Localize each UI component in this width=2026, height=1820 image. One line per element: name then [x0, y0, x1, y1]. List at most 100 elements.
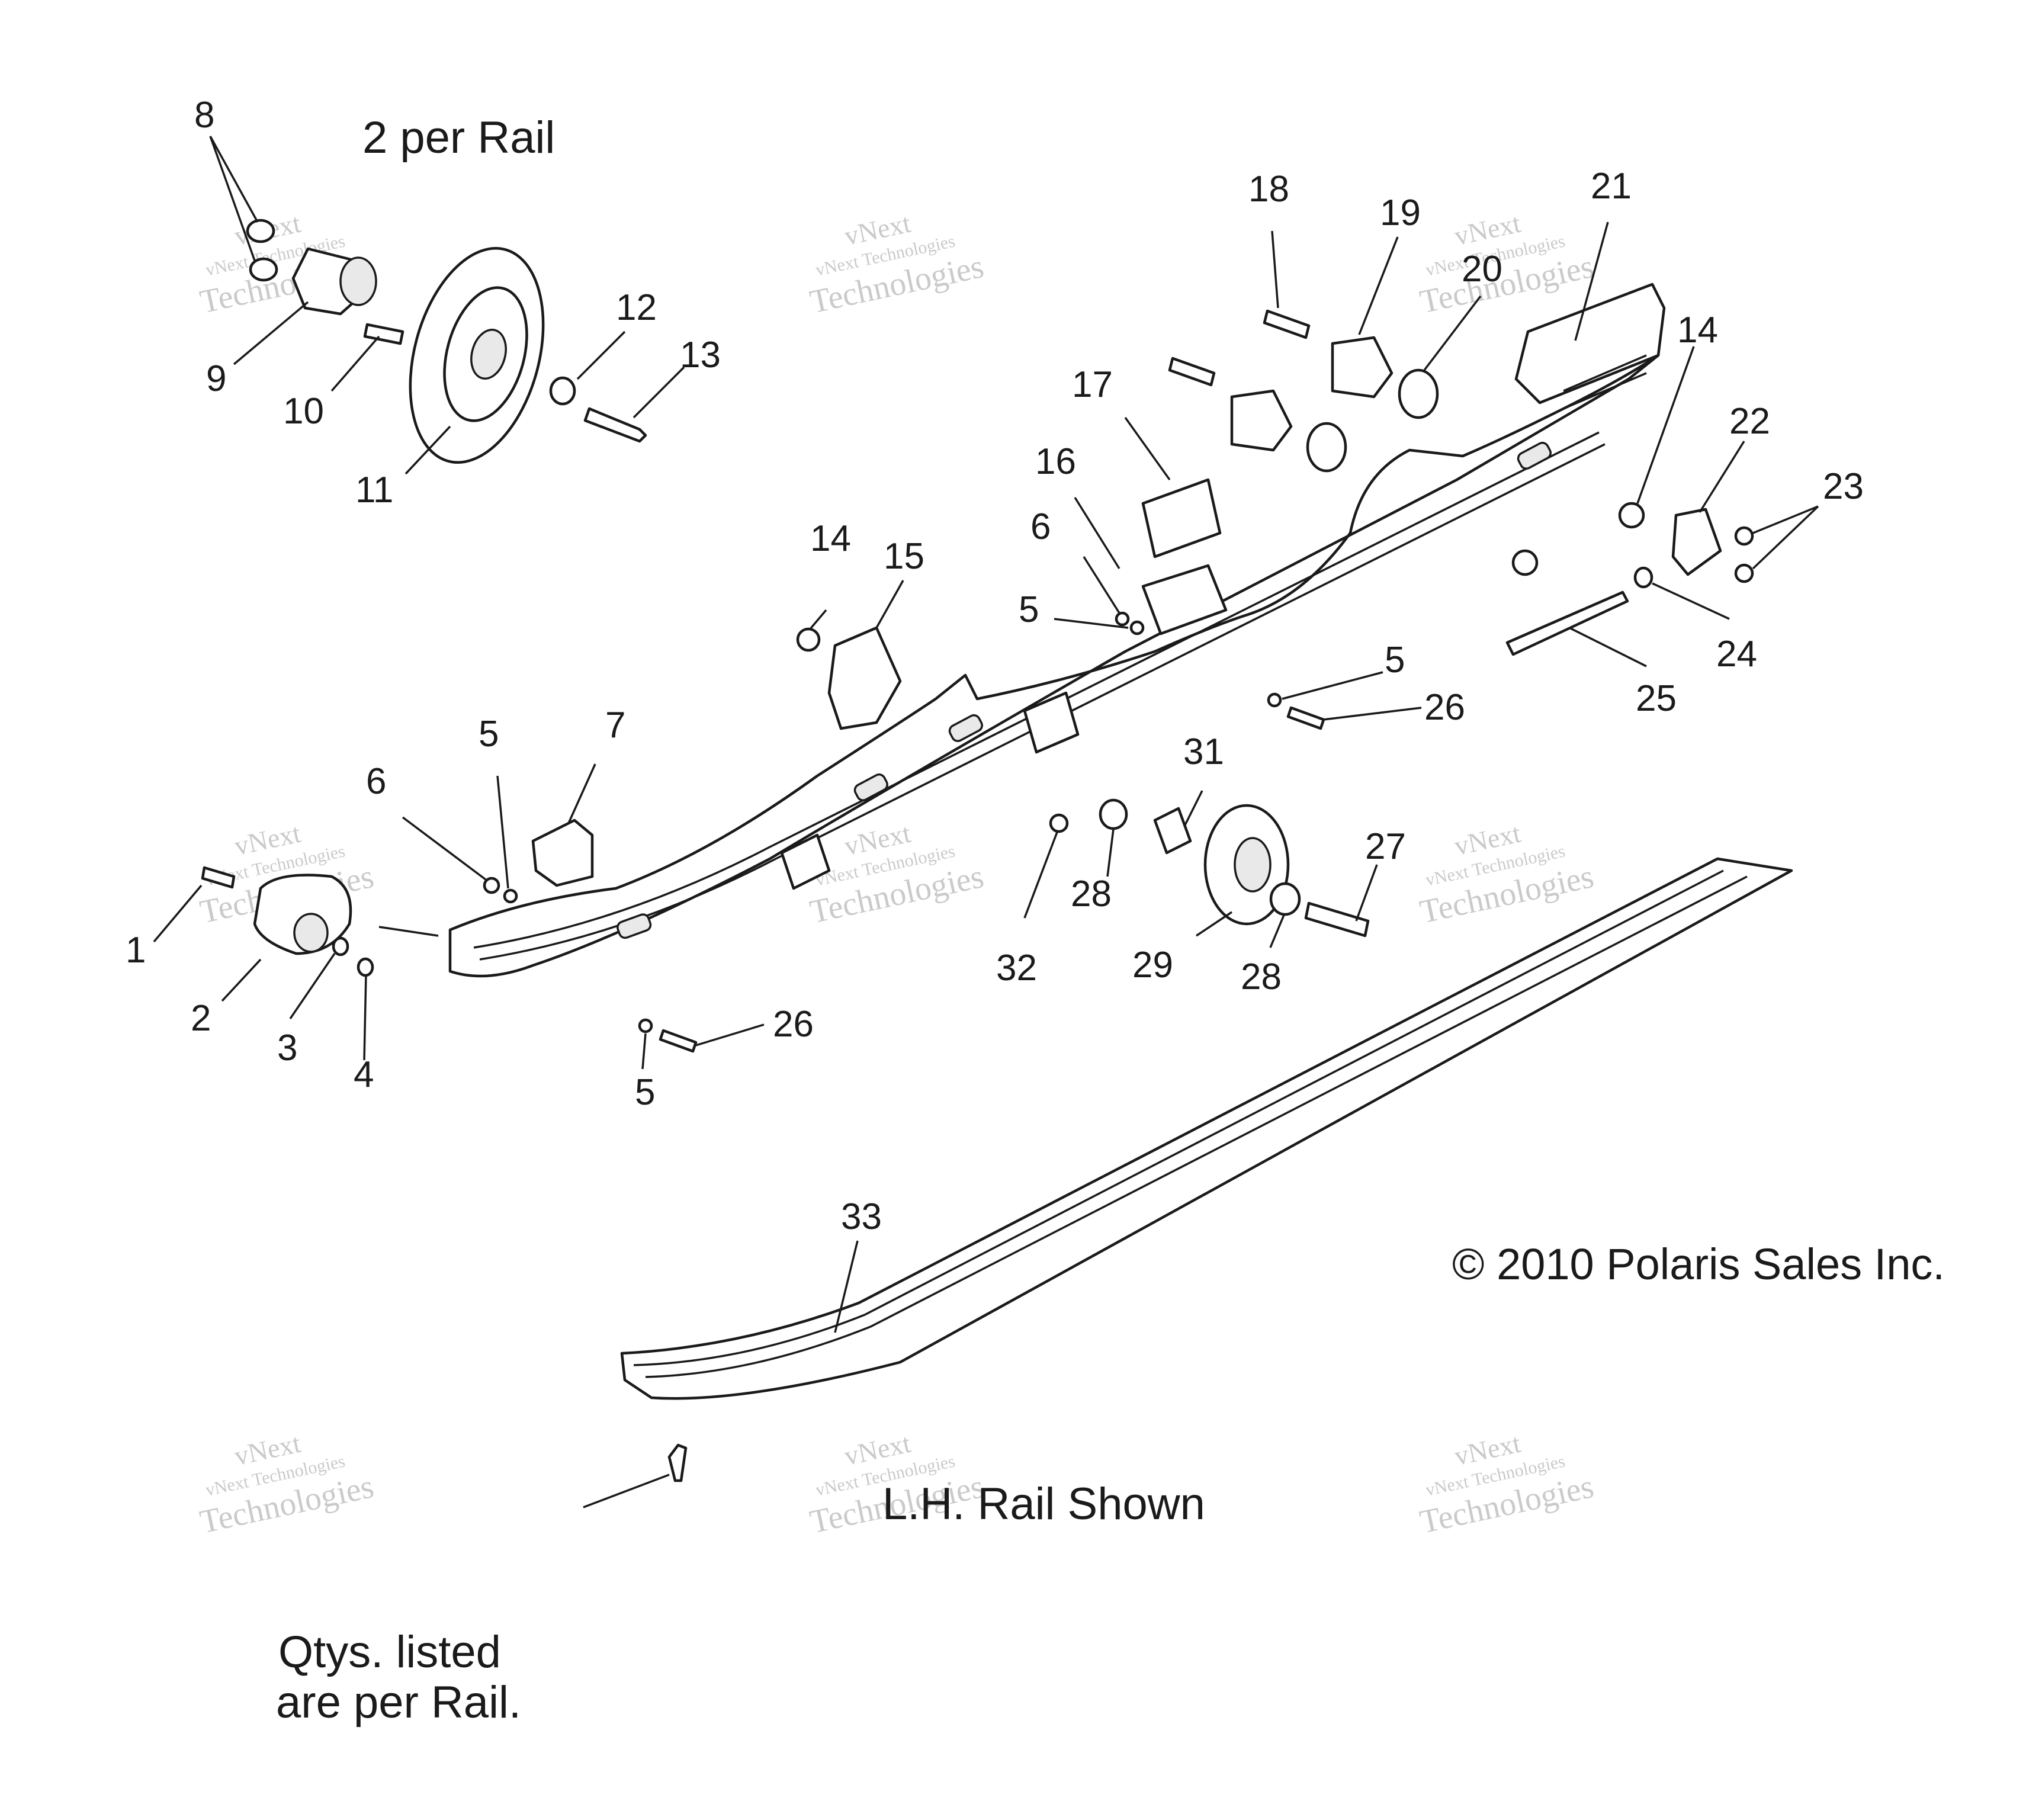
- washer-5-front: [503, 888, 518, 904]
- bracket-9-boss: [339, 256, 377, 306]
- bolt-31: [1049, 813, 1069, 833]
- leader-17: [1124, 416, 1171, 481]
- leader-27: [1355, 864, 1378, 922]
- caption-qtys-line1: Qtys. listed: [278, 1627, 501, 1677]
- captions: 2 per Rail © 2010 Polaris Sales Inc. L.H…: [276, 113, 1945, 1728]
- plate-15: [827, 626, 902, 730]
- screw-26-bottom: [659, 1029, 698, 1053]
- washer-5-mid: [1267, 692, 1282, 708]
- caption-per-rail: 2 per Rail: [362, 113, 555, 163]
- leader-15: [875, 580, 904, 628]
- callout-9: 9: [206, 358, 226, 399]
- rail-frame: [448, 283, 1666, 978]
- leader-26-bottom: [695, 1023, 765, 1047]
- leader-14-rear: [1636, 346, 1695, 504]
- block-19: [1331, 336, 1394, 399]
- small-hardware: [483, 309, 1754, 1053]
- callout-30: 31: [1183, 731, 1224, 772]
- callout-5-bottom: 5: [635, 1072, 655, 1113]
- rail-slot-b: [853, 773, 888, 801]
- callout-15: 15: [884, 536, 924, 577]
- callout-26-mid: 26: [1424, 687, 1465, 728]
- washer-12: [549, 376, 576, 406]
- screw-33: [667, 1443, 688, 1482]
- bushing-20b: [1306, 422, 1347, 473]
- spacer-24: [1633, 566, 1653, 589]
- callout-6-front: 6: [366, 761, 386, 802]
- leader-32: [834, 1240, 859, 1333]
- leader-19: [1358, 236, 1399, 335]
- nut-8b: [249, 257, 278, 282]
- nut-14-front: [796, 627, 821, 652]
- callout-13: 13: [680, 335, 721, 375]
- parts-drawing: [201, 219, 1793, 1482]
- callout-8: 8: [194, 95, 214, 136]
- callout-14-rear: 14: [1677, 310, 1718, 351]
- callout-26-bottom: 26: [773, 1004, 814, 1045]
- leader-5-bottom: [641, 1033, 647, 1070]
- leader-22: [1698, 441, 1745, 513]
- washer-28a: [1099, 798, 1128, 830]
- nut-14-rear: [1618, 502, 1645, 529]
- callout-29: 29: [1132, 945, 1173, 986]
- rail-side-plate: [448, 354, 1660, 978]
- callout-28b: 28: [1241, 956, 1282, 997]
- leader-24: [1652, 582, 1730, 620]
- block-19b: [1230, 389, 1293, 452]
- block-17: [1141, 478, 1222, 558]
- bracket-22: [1671, 508, 1722, 576]
- leader-20: [1423, 295, 1482, 371]
- leader-lines: [153, 136, 1819, 1508]
- callout-25: 25: [1636, 678, 1677, 719]
- leader-front-tip: [378, 926, 439, 937]
- leader-33: [583, 1474, 670, 1508]
- leader-14-front: [809, 609, 827, 630]
- callout-1: 1: [126, 930, 146, 971]
- bolt-27: [1304, 901, 1370, 938]
- rail-rear-plate-21: [1514, 283, 1666, 405]
- rail-slot-c: [617, 913, 652, 939]
- washer-5-rear: [1129, 620, 1145, 635]
- callout-16: 16: [1035, 441, 1076, 482]
- callout-5-mid: 5: [1385, 640, 1405, 681]
- bolt-10: [363, 323, 404, 345]
- leader-7: [567, 763, 596, 824]
- leader-5-rear: [1054, 618, 1129, 629]
- callout-14-front: 14: [810, 518, 851, 559]
- rail-slot-a: [948, 714, 983, 742]
- callout-7: 7: [605, 705, 625, 746]
- leader-6-rear: [1083, 556, 1120, 614]
- callout-10: 10: [283, 391, 324, 432]
- caption-copyright: © 2010 Polaris Sales Inc.: [1452, 1240, 1945, 1289]
- callout-18: 18: [1248, 169, 1289, 210]
- rail-rear-slot: [1563, 354, 1647, 410]
- callout-4: 4: [354, 1054, 374, 1095]
- callout-20: 20: [1462, 249, 1502, 290]
- washer-3: [332, 936, 349, 956]
- spacer-block-a: [780, 833, 831, 890]
- wear-strip-edge-2: [645, 875, 1748, 1378]
- leader-29: [1196, 911, 1232, 937]
- leader-16: [1074, 497, 1120, 569]
- callout-21: 21: [1591, 166, 1632, 207]
- nut-6-front: [483, 877, 500, 894]
- leader-31: [1023, 832, 1058, 919]
- watermark-bottom-left: vNext vNext Technologies Technologies: [197, 1428, 377, 1541]
- leader-3: [289, 953, 336, 1019]
- callout-5-rear: 5: [1019, 589, 1039, 630]
- callout-17: 17: [1072, 364, 1113, 405]
- bolt-18: [1263, 309, 1311, 339]
- callout-numbers: 8 9 10 11 12 13 1 2 3 4 6 5 7 14 15 16 1…: [126, 95, 1864, 1237]
- callout-22: 22: [1729, 401, 1770, 442]
- leader-13: [632, 366, 685, 419]
- block-16: [1141, 564, 1228, 635]
- leader-2: [221, 958, 262, 1002]
- callout-32: 33: [841, 1196, 882, 1237]
- watermark-top-center: vNext vNext Technologies Technologies: [807, 208, 987, 321]
- bolt-23b: [1734, 563, 1754, 583]
- leader-5-front: [496, 775, 509, 889]
- leader-8: [209, 136, 259, 261]
- washer-28b: [1269, 882, 1301, 916]
- idler-wheel-assembly: [246, 219, 647, 464]
